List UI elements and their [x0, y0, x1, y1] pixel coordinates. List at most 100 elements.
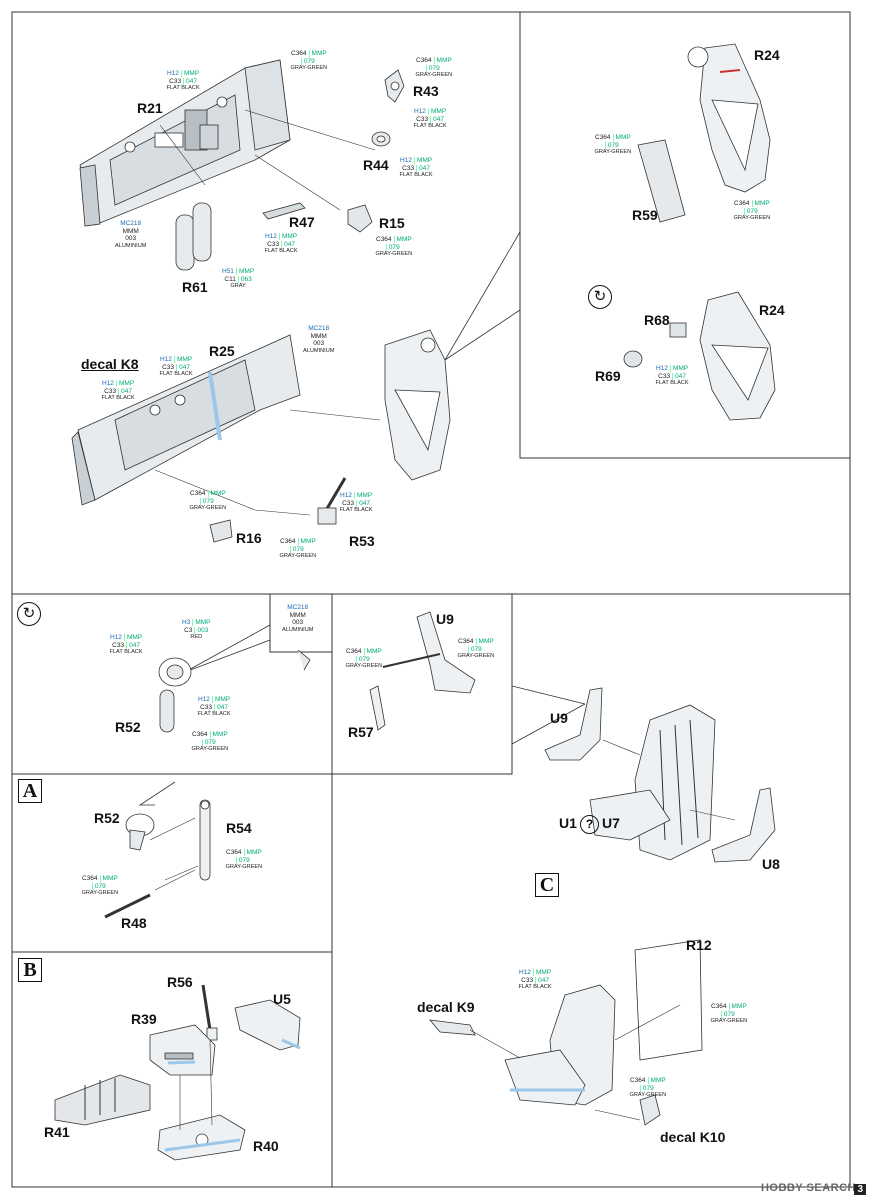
part-seat-assembly: [589, 704, 716, 861]
paint-callout: MC218 MMM 003 ALUMINIUM: [282, 604, 314, 633]
part-r43: [384, 69, 405, 103]
section-b-marker: B: [18, 958, 42, 982]
label-r47: R47: [289, 214, 315, 230]
label-u9-inset: U9: [436, 611, 454, 627]
label-r43: R43: [413, 83, 439, 99]
label-r24-top: R24: [754, 47, 780, 63]
part-r56: [201, 984, 218, 1041]
part-r24-bottom: [699, 291, 776, 421]
part-r16: [209, 519, 233, 543]
part-r40: [157, 1114, 246, 1161]
label-u9: U9: [550, 710, 568, 726]
label-r41: R41: [44, 1124, 70, 1140]
part-r59: [637, 139, 686, 223]
label-decal-k8: decal K8: [81, 356, 139, 372]
part-r24-top: [687, 43, 771, 193]
part-r68: [669, 322, 687, 338]
u9-inset-frame: [332, 594, 513, 775]
label-r52-upper: R52: [115, 719, 141, 735]
watermark: HOBBY SEARCH: [760, 1182, 856, 1194]
label-r21: R21: [137, 100, 163, 116]
swap-icon-left: ↻: [17, 602, 41, 626]
part-r44: [371, 131, 391, 147]
part-r21-panel: [79, 59, 291, 227]
decal-k10-part: [639, 1094, 661, 1126]
paint-callout: MC218 MMM 003 ALUMINIUM: [115, 220, 147, 249]
section-a-marker: A: [18, 779, 42, 803]
label-u7: U7: [602, 815, 620, 831]
part-u5: [234, 999, 301, 1051]
label-u5: U5: [273, 991, 291, 1007]
label-r44: R44: [363, 157, 389, 173]
label-r52-a: R52: [94, 810, 120, 826]
label-decal-k10: decal K10: [660, 1129, 726, 1145]
part-r53: [317, 477, 347, 525]
part-r48: [104, 893, 151, 919]
part-bulkhead-main: [384, 329, 451, 481]
label-r16: R16: [236, 530, 262, 546]
part-aluminium-detail: [297, 649, 311, 671]
page-number: 3: [854, 1184, 866, 1195]
label-r57: R57: [348, 724, 374, 740]
label-r61: R61: [182, 279, 208, 295]
part-r61: [175, 202, 212, 271]
label-r40: R40: [253, 1138, 279, 1154]
label-r69: R69: [595, 368, 621, 384]
decal-k9-part: [429, 1019, 476, 1036]
label-r15: R15: [379, 215, 405, 231]
part-r25-panel: [71, 334, 301, 506]
question-icon: ?: [580, 815, 599, 834]
part-r52-upper: [158, 657, 192, 733]
section-a-frame: [11, 773, 333, 953]
label-r39: R39: [131, 1011, 157, 1027]
section-c-marker: C: [535, 873, 559, 897]
part-r39: [149, 1024, 216, 1076]
label-u8: U8: [762, 856, 780, 872]
label-decal-k9: decal K9: [417, 999, 475, 1015]
label-r48: R48: [121, 915, 147, 931]
part-u9-inset: [369, 611, 476, 731]
paint-callout: MC218 MMM 003 ALUMINIUM: [303, 325, 335, 354]
label-u1: U1: [559, 815, 577, 831]
section-c-frame: [331, 593, 851, 1188]
label-r59: R59: [632, 207, 658, 223]
label-r25: R25: [209, 343, 235, 359]
part-r12: [634, 939, 703, 1061]
part-r41: [54, 1074, 151, 1126]
part-r69: [623, 350, 643, 368]
part-u8: [711, 787, 776, 863]
label-r54: R54: [226, 820, 252, 836]
part-r52-a: [125, 813, 155, 851]
part-seat-final: [504, 984, 616, 1106]
part-r15: [347, 204, 373, 233]
part-r47: [262, 202, 306, 220]
aluminium-inset-frame: [269, 594, 332, 653]
label-r53: R53: [349, 533, 375, 549]
